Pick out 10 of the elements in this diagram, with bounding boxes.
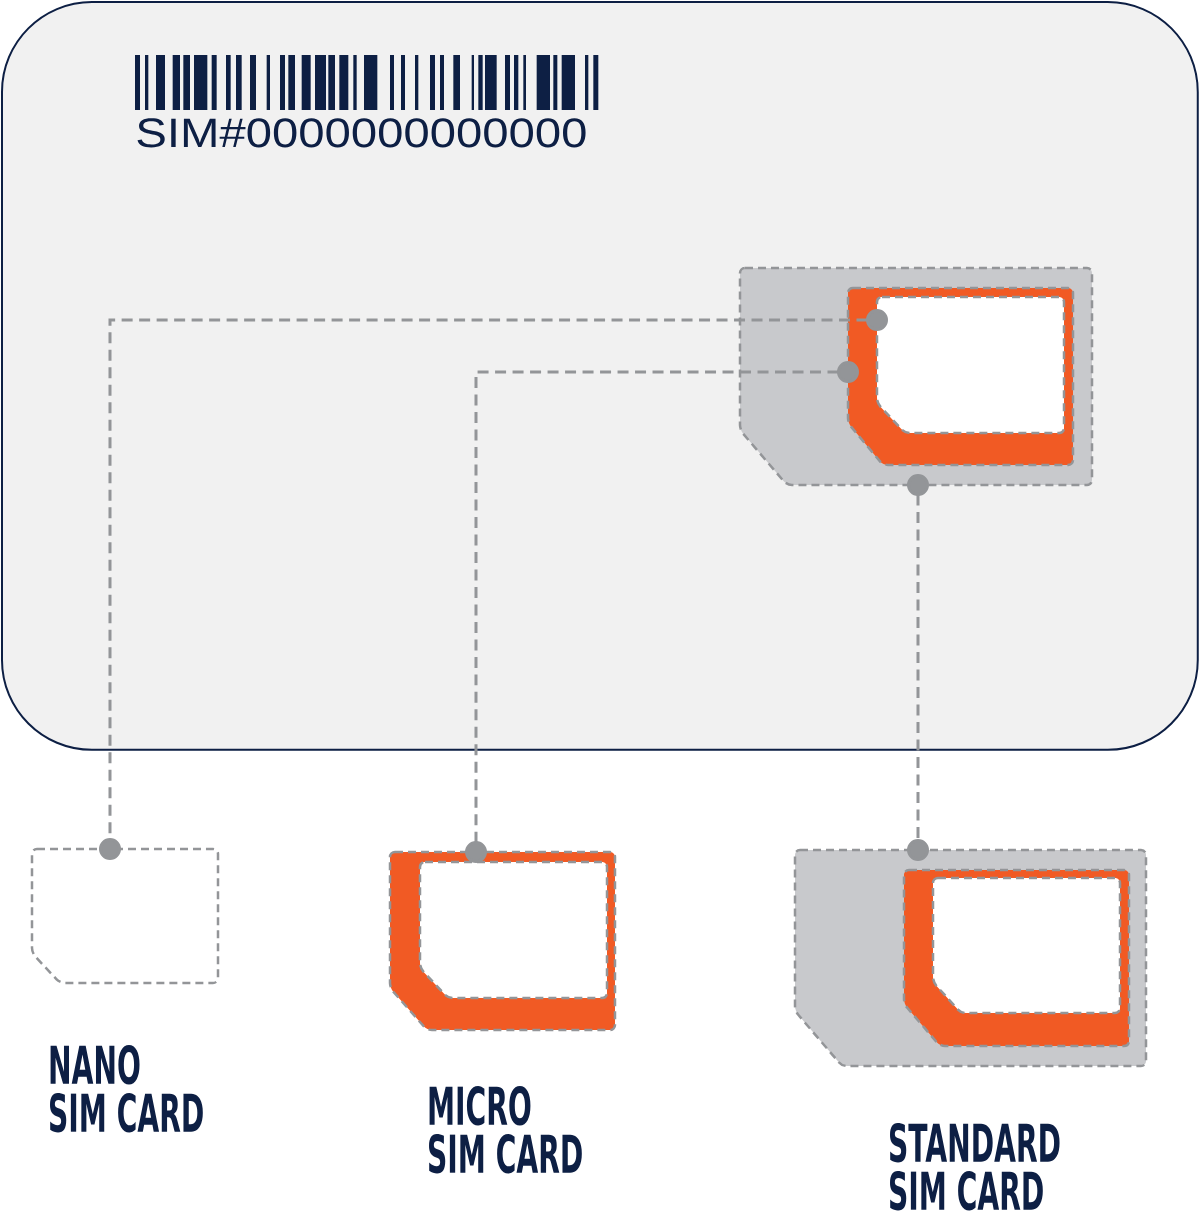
serial-number: SIM#0000000000000 [137, 118, 586, 148]
nano-sim-outline [931, 876, 1122, 1015]
card-label: MICRO SIM CARD [429, 1086, 582, 1174]
card-label: STANDARD SIM CARD [890, 1123, 1060, 1211]
leader-line [465, 361, 859, 863]
leader-line [99, 309, 888, 860]
nano-sim-cutout [875, 295, 1066, 435]
card-label: NANO SIM CARD [50, 1045, 203, 1133]
leader-line [907, 474, 929, 861]
nano-sim-outline [418, 860, 609, 1000]
